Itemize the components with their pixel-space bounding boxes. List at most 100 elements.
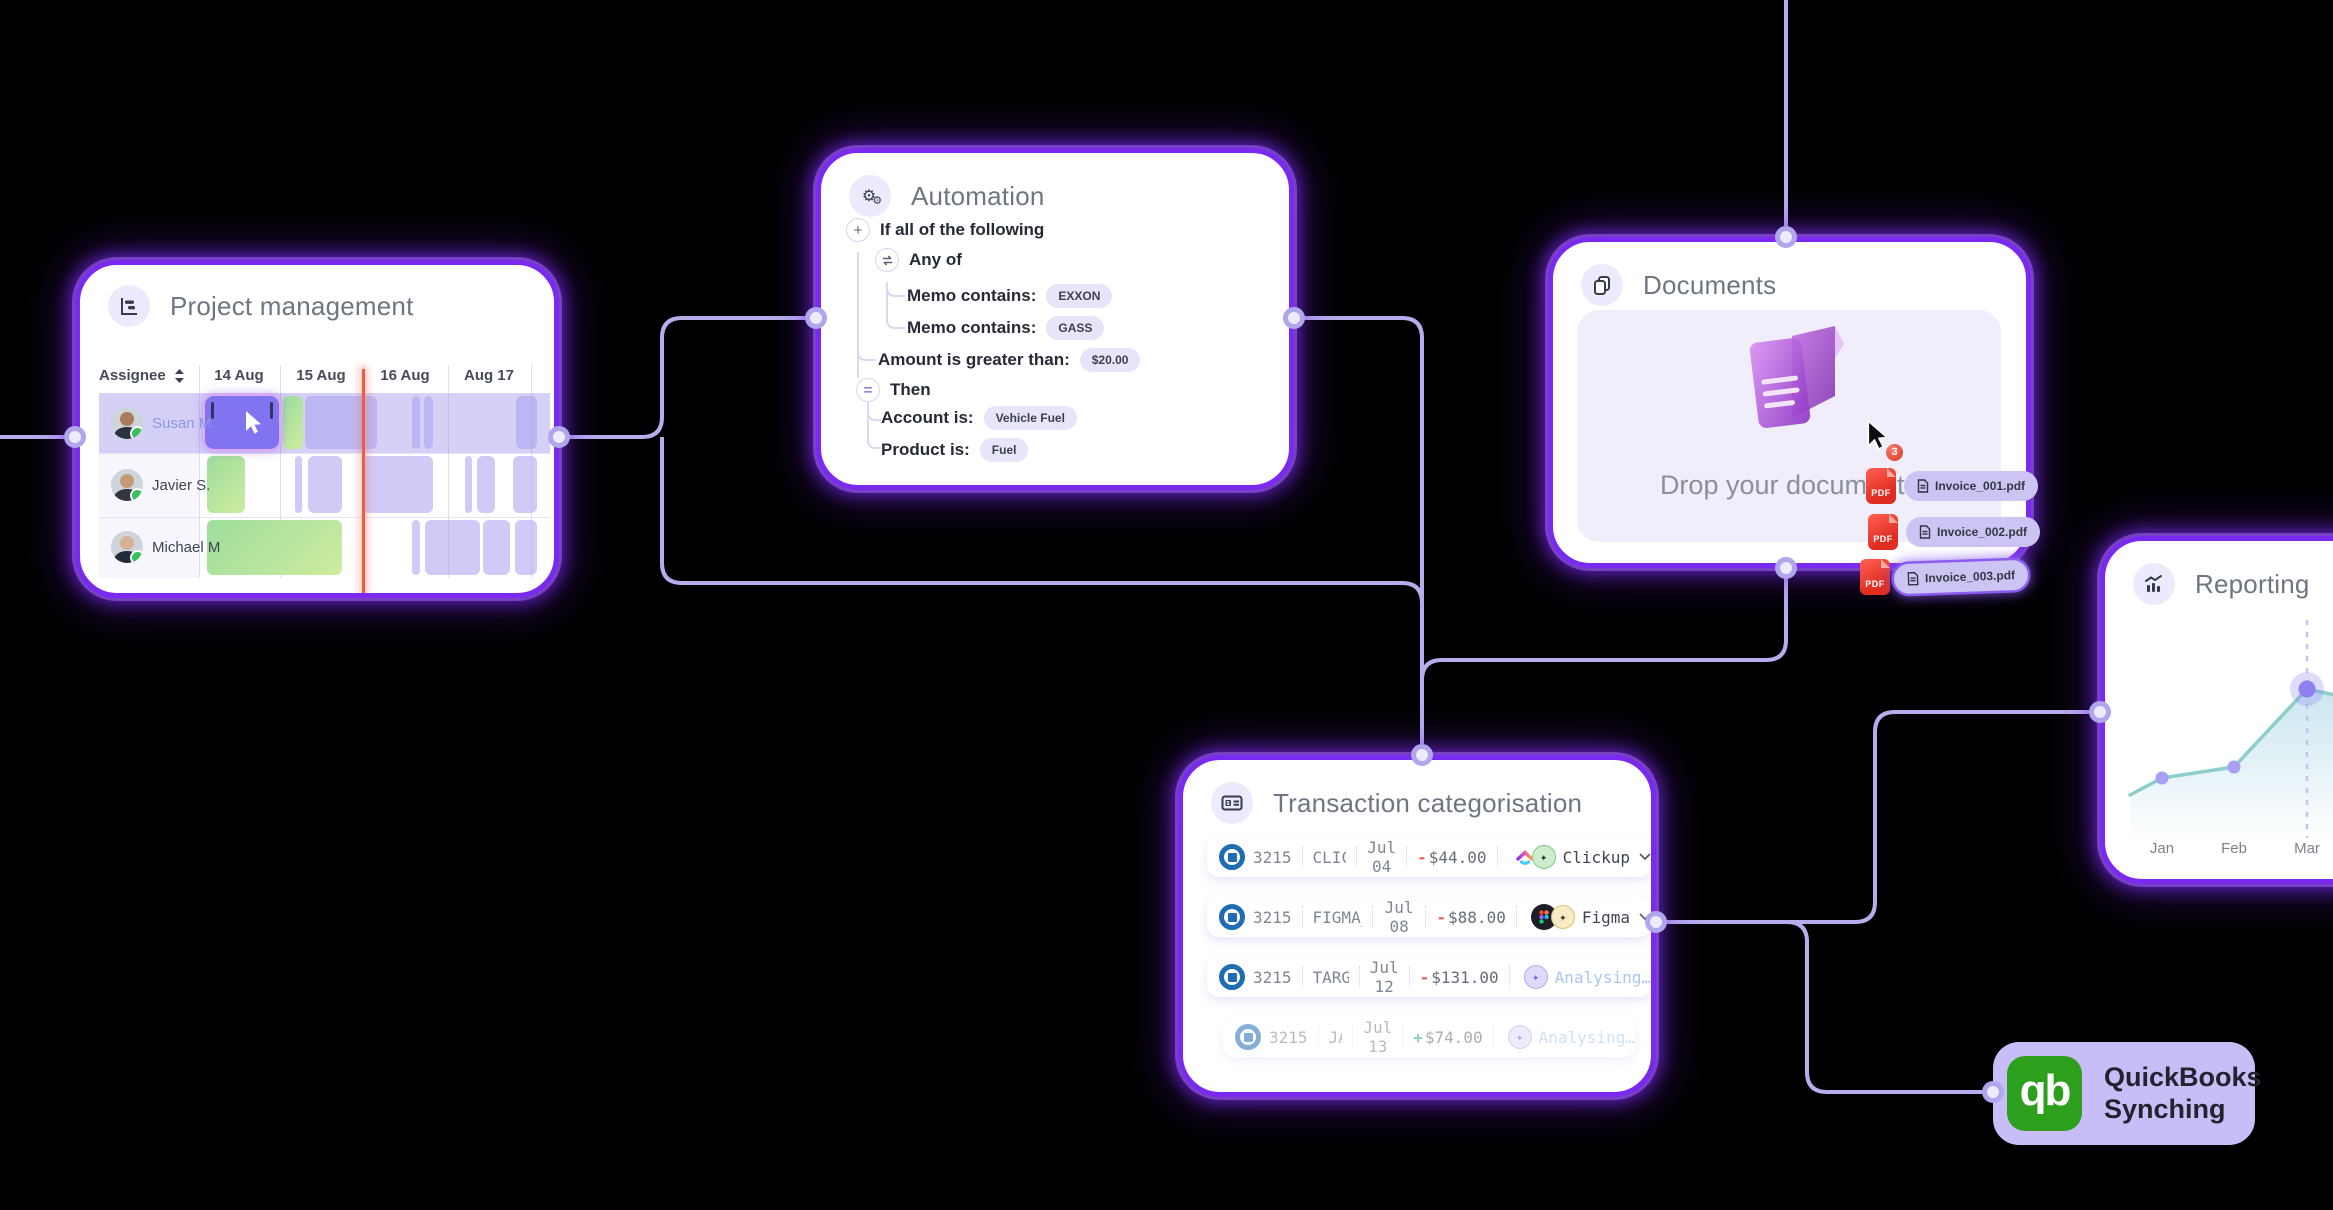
gantt-task-bar[interactable] <box>424 396 433 449</box>
condition-label: Amount is greater than: <box>878 350 1070 369</box>
account-number: 3215 <box>1253 967 1292 987</box>
port-transactions-right[interactable] <box>1645 911 1667 933</box>
gantt-task-bar[interactable] <box>412 520 420 575</box>
rule-condition-row[interactable]: Memo contains: EXXON <box>907 284 1113 308</box>
rule-condition-row[interactable]: Memo contains: GASS <box>907 316 1105 340</box>
date-column-header: 14 Aug <box>214 367 264 384</box>
category-cell[interactable]: ✦ Figma ✦ <box>1527 897 1651 937</box>
invoice-file-chip[interactable]: Invoice_001.pdf <box>1904 471 2039 501</box>
condition-value-chip[interactable]: $20.00 <box>1079 348 1141 372</box>
gantt-task-bar[interactable] <box>295 456 302 513</box>
port-project-left[interactable] <box>64 426 86 448</box>
chart-point[interactable] <box>2227 760 2241 774</box>
resize-handle-left[interactable] <box>211 402 214 419</box>
date-column-header: 15 Aug <box>296 367 346 384</box>
invoice-file-chip[interactable]: Invoice_002.pdf <box>1906 517 2041 547</box>
gantt-task-bar[interactable] <box>483 520 510 575</box>
rule-action-row[interactable]: Product is: Fuel <box>881 438 1029 462</box>
quickbooks-sync-badge[interactable]: qb QuickBooks Synching <box>1993 1042 2262 1145</box>
wire-transactions-to-quickbooks <box>1690 920 1982 1094</box>
port-automation-right[interactable] <box>1283 307 1305 329</box>
assignee-label: Assignee <box>99 367 166 384</box>
rule-anyof-row[interactable]: Any of <box>875 248 962 272</box>
category-cell[interactable]: ✦ Analysing… <box>1504 1017 1635 1057</box>
assignee-column-header[interactable]: Assignee <box>99 367 185 384</box>
assignee-row[interactable]: Susan M. <box>111 407 215 439</box>
wire-project-to-automation <box>548 316 805 439</box>
port-transactions-top[interactable] <box>1411 744 1433 766</box>
gantt-task-bar[interactable] <box>207 456 245 513</box>
card-title: Transaction categorisation <box>1273 787 1583 818</box>
transaction-memo: FIGMA_SUB… <box>1312 907 1362 927</box>
port-documents-top[interactable] <box>1775 226 1797 248</box>
current-time-marker <box>362 369 365 593</box>
clickup-logo-icon <box>1512 844 1538 870</box>
plus-icon[interactable]: + <box>846 218 870 242</box>
condition-value-chip[interactable]: EXXON <box>1046 284 1113 308</box>
chart-peak-point[interactable] <box>2298 680 2316 698</box>
gantt-task-bar[interactable] <box>477 456 495 513</box>
gantt-task-bar[interactable] <box>513 456 537 513</box>
x-axis-label: Mar <box>2294 840 2320 857</box>
gantt-task-bar-selected[interactable] <box>205 396 279 449</box>
port-quickbooks-left[interactable] <box>1982 1081 2004 1103</box>
project-management-card[interactable]: Project management Assignee 14 Aug 15 Au… <box>75 260 559 598</box>
gantt-task-bar[interactable] <box>305 396 377 449</box>
avatar <box>111 531 143 563</box>
transaction-categorisation-card[interactable]: $ Transaction categorisation 3215 CLICKU… <box>1178 755 1656 1097</box>
online-dot <box>130 426 143 439</box>
gantt-task-bar[interactable] <box>465 456 472 513</box>
gantt-task-bar[interactable] <box>412 396 420 449</box>
pdf-file-icon: PDF <box>1860 559 1890 595</box>
invoice-file-name: Invoice_001.pdf <box>1935 479 2026 493</box>
condition-value-chip[interactable]: GASS <box>1046 316 1105 340</box>
account-number: 3215 <box>1253 907 1292 927</box>
mouse-cursor-icon <box>1867 420 1889 450</box>
rule-if-row[interactable]: + If all of the following <box>846 218 1044 242</box>
rule-condition-row[interactable]: Amount is greater than: $20.00 <box>878 348 1141 372</box>
action-value-chip[interactable]: Vehicle Fuel <box>983 406 1077 430</box>
rule-anyof-label: Any of <box>909 250 962 269</box>
date-column-header: 16 Aug <box>380 367 430 384</box>
chevron-down-icon[interactable] <box>1639 853 1651 861</box>
gantt-task-bar[interactable] <box>516 396 537 449</box>
transaction-row[interactable]: 3215 FIGMA_SUB… Jul 08 -$88.00 ✦ Figma ✦ <box>1207 897 1651 937</box>
category-label[interactable]: Figma <box>1581 907 1630 927</box>
gantt-task-bar[interactable] <box>283 396 303 449</box>
gantt-task-bar[interactable] <box>207 520 342 575</box>
gantt-task-bar[interactable] <box>308 456 342 513</box>
assignee-row[interactable]: Michael M <box>111 531 220 563</box>
avatar <box>111 407 143 439</box>
rule-then-row[interactable]: = Then <box>856 378 931 402</box>
ai-sparkle-badge: ✦ <box>1531 845 1556 869</box>
port-project-right[interactable] <box>548 426 570 448</box>
sort-icon[interactable] <box>174 368 185 383</box>
port-reporting-left[interactable] <box>2089 701 2111 723</box>
gantt-task-bar[interactable] <box>425 520 480 575</box>
port-automation-left[interactable] <box>805 307 827 329</box>
transaction-row[interactable]: 3215 TARGET_B… Jul 12 -$131.00 ✦ Analysi… <box>1207 957 1651 997</box>
resize-handle-right[interactable] <box>270 402 273 419</box>
automation-card[interactable]: ⚙⚙ Automation + If all of the following … <box>816 148 1294 490</box>
document-dropzone[interactable]: Drop your documents <box>1577 310 2001 542</box>
category-label[interactable]: Clickup <box>1562 847 1630 867</box>
category-cell[interactable]: ✦ Analysing…✦ <box>1520 957 1651 997</box>
port-documents-bottom[interactable] <box>1775 557 1797 579</box>
action-value-chip[interactable]: Fuel <box>979 438 1029 462</box>
invoice-file-chip[interactable]: Invoice_003.pdf <box>1893 559 2029 595</box>
quickbooks-label: QuickBooks Synching <box>2104 1062 2262 1124</box>
assignee-row[interactable]: Javier S. <box>111 469 210 501</box>
pdf-file-icon: PDF <box>1868 514 1898 550</box>
chart-point[interactable] <box>2155 771 2169 785</box>
chase-bank-logo-icon <box>1219 964 1245 990</box>
gantt-task-bar[interactable] <box>362 456 433 513</box>
documents-card[interactable]: Documents Drop your do <box>1548 237 2031 568</box>
transaction-row[interactable]: 3215 CLICKUP_S… Jul 04 -$44.00 ✦ Clickup… <box>1207 837 1651 877</box>
rule-action-row[interactable]: Account is: Vehicle Fuel <box>881 406 1077 430</box>
transaction-row[interactable]: 3215 JAMES_AN… Jul 13 +$74.00 ✦ Analysin… <box>1223 1017 1635 1057</box>
gantt-task-bar[interactable] <box>515 520 537 575</box>
cursor-arrow-icon <box>246 411 261 434</box>
category-cell[interactable]: ✦ Clickup ✦ <box>1508 837 1651 877</box>
